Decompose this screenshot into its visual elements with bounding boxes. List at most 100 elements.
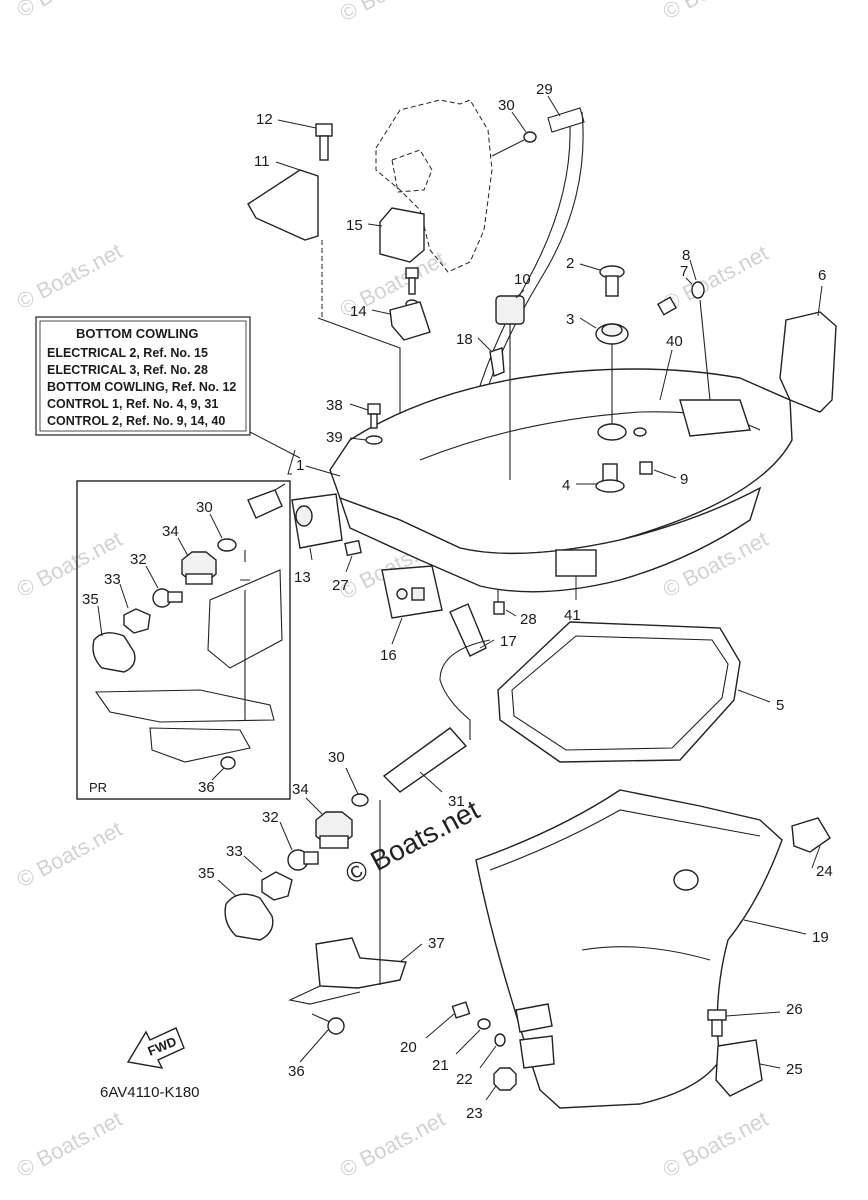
grommet-3-seat xyxy=(597,423,627,441)
cowling-latch-lower xyxy=(519,1035,555,1069)
leader-39 xyxy=(349,437,367,441)
washer-21 xyxy=(477,1018,491,1030)
legend-row: BOTTOM COWLING, Ref. No. 12 xyxy=(47,380,236,394)
callout-20: 20 xyxy=(400,1039,417,1056)
callout-27: 27 xyxy=(332,577,349,594)
watermark-bottom-left: © Boats.net xyxy=(13,1106,127,1182)
bolt-12-shank xyxy=(319,135,329,161)
callout-32: 32 xyxy=(262,809,279,826)
cable-31 xyxy=(351,639,491,807)
callout-numbers: 12 11 15 14 30 29 2 3 7 8 6 10 18 40 38 … xyxy=(82,81,833,1122)
inset-nut-base xyxy=(185,573,213,585)
screw-28 xyxy=(493,601,505,615)
connector-15 xyxy=(379,207,425,263)
leader-31 xyxy=(419,771,443,793)
bracket-37-foot xyxy=(288,985,361,1005)
watermark-left-2: © Boats.net xyxy=(13,526,127,602)
callout-34: 34 xyxy=(292,781,309,798)
leader-19 xyxy=(743,919,807,935)
leader-pr34 xyxy=(177,537,189,557)
leader-35 xyxy=(217,879,237,897)
callout-38: 38 xyxy=(326,397,343,414)
callout-39: 39 xyxy=(326,429,343,446)
washer-22 xyxy=(494,1033,506,1047)
leader-32 xyxy=(279,821,293,851)
bolt-14-head xyxy=(405,267,419,279)
leader-22 xyxy=(479,1045,497,1069)
seal-5-inner xyxy=(511,635,729,751)
label-41 xyxy=(555,549,597,577)
legend-box: BOTTOM COWLING ELECTRICAL 2, Ref. No. 15… xyxy=(35,316,301,475)
leader-13 xyxy=(309,547,313,561)
inset-bracket-lower xyxy=(94,689,275,723)
legend-title: BOTTOM COWLING xyxy=(76,326,199,341)
inset-cable-end xyxy=(247,489,283,519)
fwd-arrow: FWD xyxy=(126,1027,185,1069)
callout-40: 40 xyxy=(666,333,683,350)
callout-14: 14 xyxy=(350,303,367,320)
inset-clip-30 xyxy=(217,538,237,552)
inset-bracket-bottom xyxy=(149,727,251,763)
leader-pr35 xyxy=(97,605,103,637)
callout-5: 5 xyxy=(776,697,784,714)
legend-row: CONTROL 2, Ref. No. 9, 14, 40 xyxy=(47,414,225,428)
inset-label: PR xyxy=(89,780,107,795)
screw-9-washer xyxy=(633,427,647,437)
lower-cowling-crease xyxy=(581,946,711,961)
leader-7 xyxy=(685,277,693,285)
cowling-pan-side xyxy=(338,486,762,593)
callout-pr33: 33 xyxy=(104,571,121,588)
leader-12 xyxy=(277,119,317,129)
callout-18: 18 xyxy=(456,331,473,348)
watermark-bottom-center: © Boats.net xyxy=(336,1106,450,1182)
washer-39 xyxy=(365,435,383,445)
callout-26: 26 xyxy=(786,1001,803,1018)
bolt-38 xyxy=(367,403,381,415)
leader-11 xyxy=(275,161,301,171)
clip-30 xyxy=(351,793,369,807)
callout-23: 23 xyxy=(466,1105,483,1122)
panel-16-hole-1 xyxy=(396,588,408,600)
screw-26-head xyxy=(707,1009,727,1021)
leader-29 xyxy=(547,95,561,117)
legend-bracket xyxy=(287,449,296,475)
callout-7: 7 xyxy=(680,263,688,280)
inset-bracket-upper xyxy=(207,569,283,669)
washer-32-stem xyxy=(303,851,319,865)
leader-pr30 xyxy=(209,513,223,539)
cowling-latch-upper xyxy=(515,1003,553,1033)
watermark-right-1: © Boats.net xyxy=(659,240,773,316)
leader-3 xyxy=(579,317,597,329)
panel-16-hole-2 xyxy=(411,587,425,601)
bolt-38-shank xyxy=(370,413,378,429)
holder-18 xyxy=(489,347,505,377)
lower-cowling-rim xyxy=(489,809,761,871)
legend-row: CONTROL 1, Ref. No. 4, 9, 31 xyxy=(47,397,218,411)
bracket-37 xyxy=(315,937,407,989)
callout-17: 17 xyxy=(500,633,517,650)
leader-16 xyxy=(391,617,403,645)
callout-35: 35 xyxy=(198,865,215,882)
leader-24 xyxy=(811,845,821,869)
lower-cowling xyxy=(451,789,831,1109)
callout-pr32: 32 xyxy=(130,551,147,568)
bracket-14 xyxy=(389,301,431,341)
nut-23 xyxy=(493,1067,517,1091)
leader-9 xyxy=(653,469,677,479)
leader-17 xyxy=(479,639,495,649)
clip-30-link xyxy=(491,139,525,157)
leader-38 xyxy=(349,403,369,411)
inset-frame xyxy=(76,480,291,800)
callout-4: 4 xyxy=(562,477,570,494)
leader-pr36 xyxy=(211,767,225,781)
cable-31-boot xyxy=(382,727,468,793)
bolt-36 xyxy=(327,1017,345,1035)
watermark-top-right: © Boats.net xyxy=(659,0,773,24)
leader-pr32 xyxy=(145,565,159,589)
bolt-36-stem xyxy=(311,1013,331,1023)
callout-25: 25 xyxy=(786,1061,803,1078)
leader-6 xyxy=(817,285,823,317)
callout-3: 3 xyxy=(566,311,574,328)
callout-30-lower: 30 xyxy=(328,749,345,766)
legend-inner-frame xyxy=(39,320,247,432)
